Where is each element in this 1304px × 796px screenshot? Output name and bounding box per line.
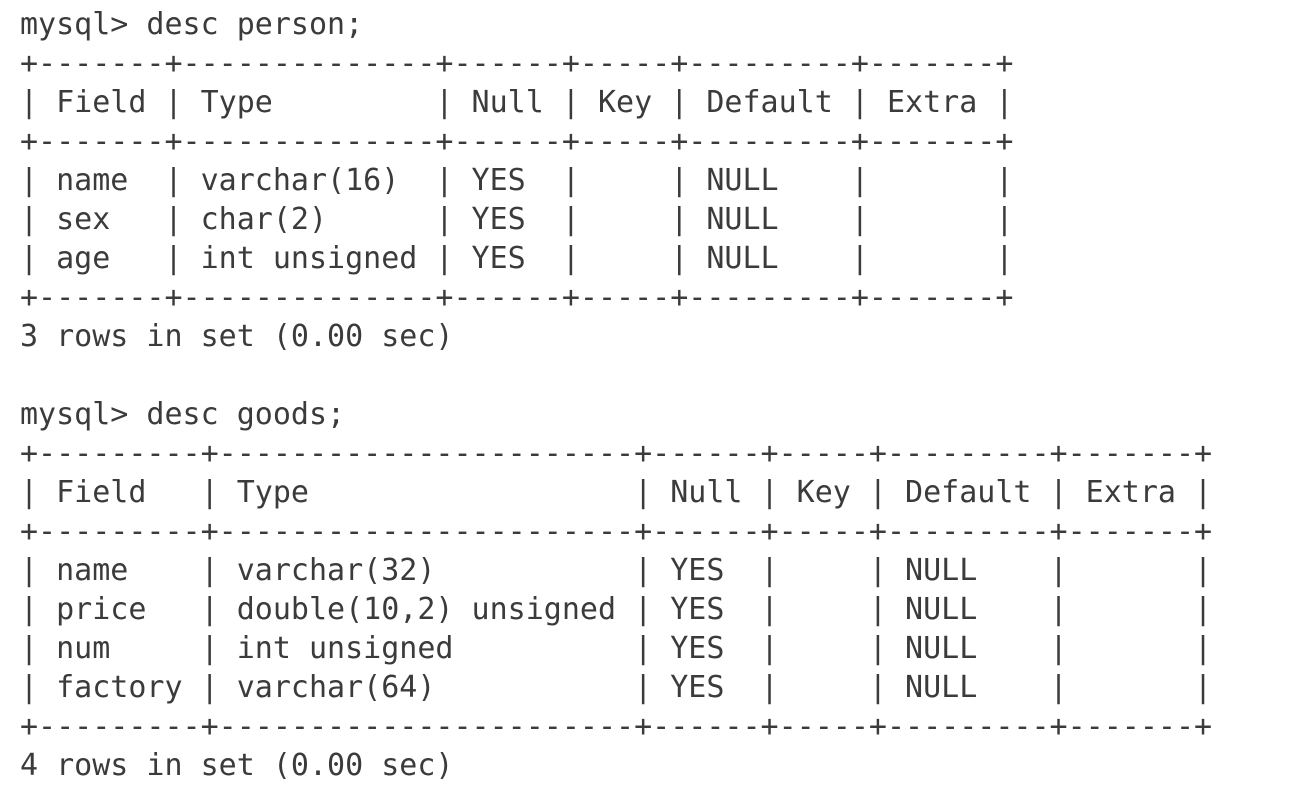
desc-goods-row-count-status: 4 rows in set (0.00 sec) [20, 748, 454, 783]
command-block-desc-person: mysql> desc person; +-------+-----------… [20, 5, 1304, 356]
mysql-command-desc-goods: mysql> desc goods; [20, 397, 346, 432]
desc-goods-result-table: +---------+-----------------------+-----… [20, 436, 1213, 744]
command-block-desc-goods: mysql> desc goods; +---------+----------… [20, 395, 1304, 785]
desc-person-row-count-status: 3 rows in set (0.00 sec) [20, 319, 454, 354]
mysql-command-desc-person: mysql> desc person; [20, 7, 364, 42]
desc-person-result-table: +-------+--------------+------+-----+---… [20, 46, 1014, 315]
blank-separator-line [20, 356, 1304, 395]
